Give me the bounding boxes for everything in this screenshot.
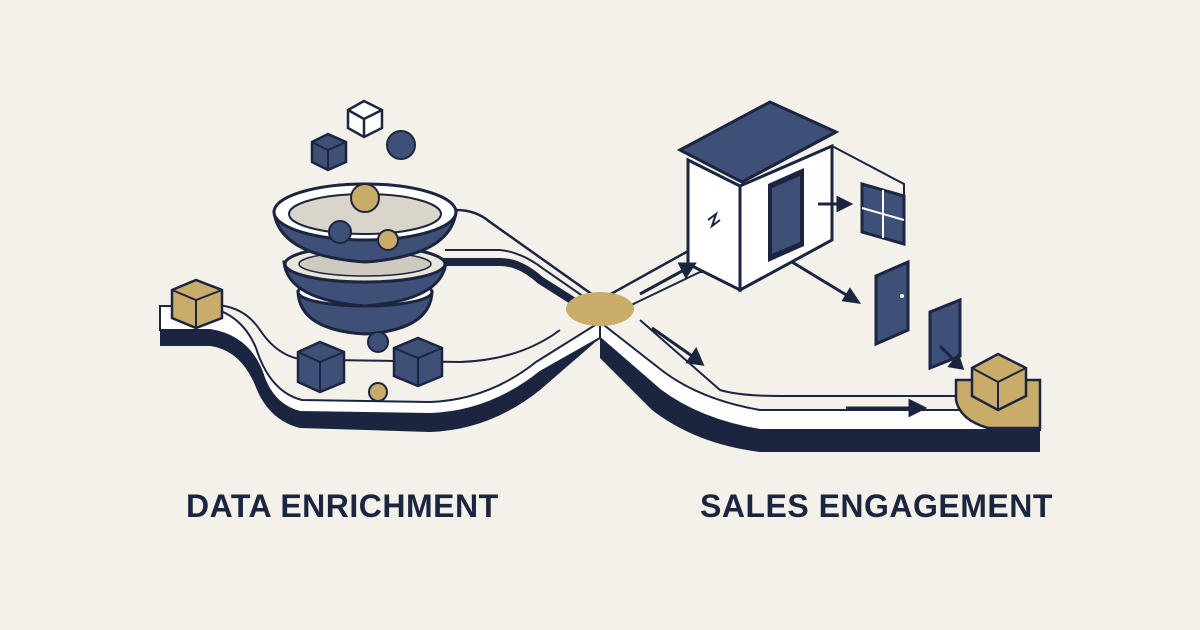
box-icon — [170, 278, 224, 330]
arrow-icon — [846, 398, 928, 418]
arrow-icon — [651, 326, 705, 366]
box-icon — [296, 340, 346, 394]
data-enrichment-label: DATA ENRICHMENT — [186, 488, 499, 524]
arrow-icon — [791, 260, 862, 304]
arrow-icon — [938, 344, 965, 370]
house-icon — [676, 100, 905, 293]
window-icon — [860, 182, 906, 246]
right-path — [599, 248, 1041, 452]
sales-engagement-label: SALES ENGAGEMENT — [700, 488, 1053, 524]
box-icon — [310, 132, 348, 172]
sphere-icon — [368, 382, 388, 402]
box-icon — [392, 336, 444, 388]
box-icon — [954, 352, 1042, 430]
path-junction-icon — [566, 292, 634, 326]
door-icon — [928, 297, 962, 371]
sphere-icon — [367, 331, 389, 353]
door-icon — [874, 259, 910, 347]
box-icon — [346, 99, 384, 139]
arrow-icon — [818, 195, 854, 213]
arrow-icon — [639, 262, 697, 296]
funnel-icon — [272, 182, 458, 336]
sphere-icon — [386, 130, 416, 160]
